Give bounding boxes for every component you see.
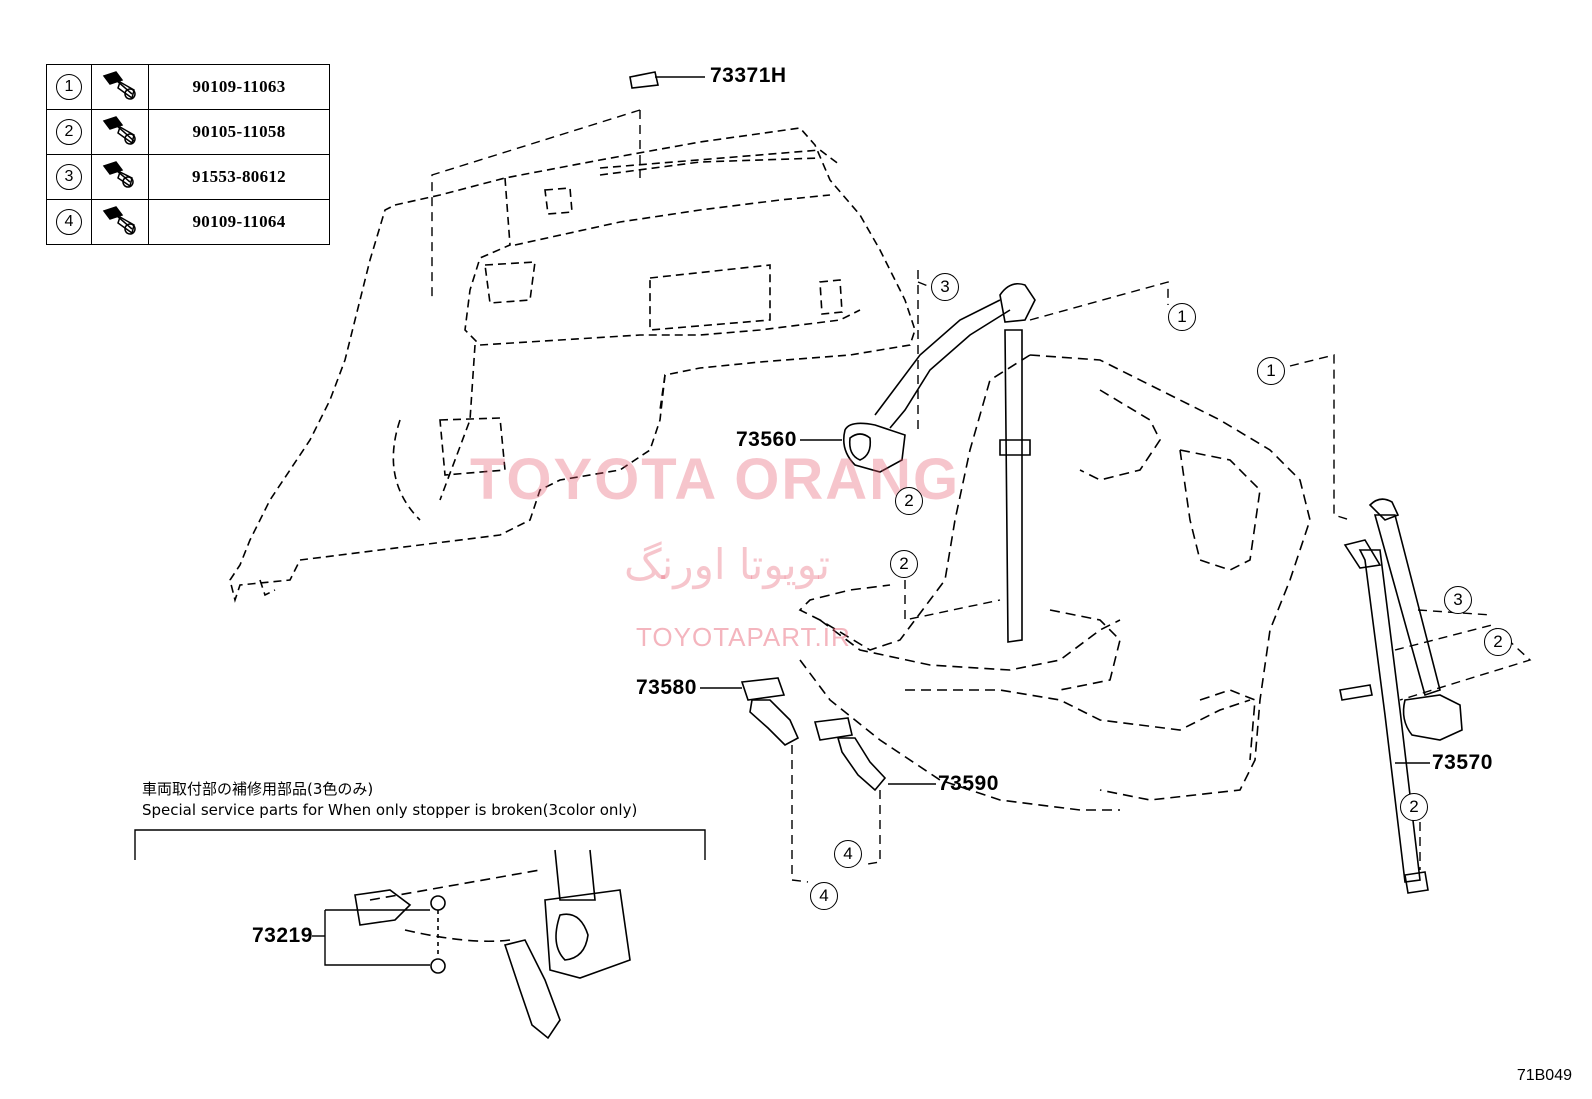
table-row: 4 90109-11064 — [46, 199, 330, 245]
callout-4: 4 — [834, 840, 862, 868]
watermark-url: TOYOTAPART.IR — [636, 622, 851, 652]
watermark-farsi: تویوتا اورنگ — [624, 540, 831, 589]
callout-key-3: 3 — [56, 164, 82, 190]
callout-2: 2 — [890, 550, 918, 578]
part-number: 90109-11063 — [148, 64, 330, 110]
watermark-text: TOYOTA ORANG — [470, 447, 961, 512]
callout-2: 2 — [1484, 628, 1512, 656]
seat-belt-73570 — [1339, 498, 1463, 894]
label-73219: 73219 — [252, 924, 313, 947]
callout-1: 1 — [1168, 303, 1196, 331]
service-note-en: Special service parts for When only stop… — [142, 801, 638, 819]
service-note-jp: 車両取付部の補修用部品(3色のみ) — [142, 780, 374, 798]
leader-lines — [312, 76, 1430, 937]
table-row: 2 90105-11058 — [46, 109, 330, 155]
buckle-73590 — [813, 717, 887, 792]
callout-key-1: 1 — [56, 74, 82, 100]
callout-3: 3 — [1444, 586, 1472, 614]
part-number: 90109-11064 — [148, 199, 330, 245]
bolt-icon — [102, 205, 136, 235]
bolt-icon — [102, 115, 136, 145]
fastener-table: 1 90109-11063 2 90105-11058 3 91553-8061… — [46, 64, 330, 245]
part-number: 91553-80612 — [148, 154, 330, 200]
service-parts-bracket — [134, 829, 706, 966]
table-row: 3 91553-80612 — [46, 154, 330, 200]
table-row: 1 90109-11063 — [46, 64, 330, 110]
seat-belt-73560 — [842, 282, 1036, 643]
label-73580: 73580 — [636, 676, 697, 699]
diagram-code: 71B049 — [1516, 1067, 1572, 1084]
callout-2: 2 — [895, 487, 923, 515]
label-73560: 73560 — [736, 428, 797, 451]
bolt-icon — [102, 160, 134, 188]
rear-seat — [798, 354, 1311, 811]
callout-2: 2 — [1400, 793, 1428, 821]
callout-key-2: 2 — [56, 119, 82, 145]
label-73570: 73570 — [1432, 751, 1493, 774]
bolt-icon — [102, 70, 136, 100]
callout-1: 1 — [1257, 357, 1285, 385]
quarter-trim-panel — [229, 127, 916, 603]
buckle-73580 — [740, 677, 800, 746]
label-73590: 73590 — [938, 772, 999, 795]
retractor-detail-73219 — [354, 849, 631, 1040]
part-number: 90105-11058 — [148, 109, 330, 155]
callout-3: 3 — [931, 273, 959, 301]
callout-key-4: 4 — [56, 209, 82, 235]
label-73371H: 73371H — [710, 64, 787, 87]
callout-4: 4 — [810, 882, 838, 910]
cap-73371H — [629, 71, 659, 89]
